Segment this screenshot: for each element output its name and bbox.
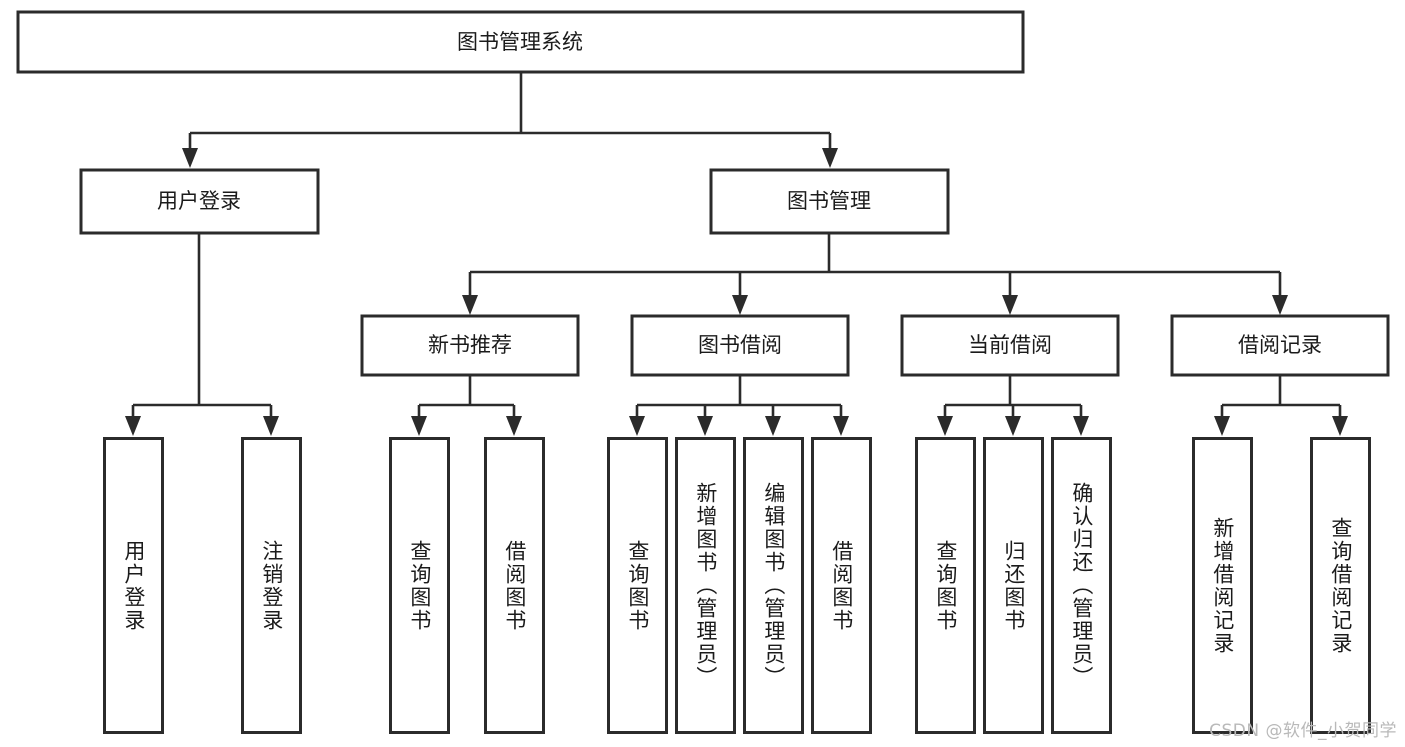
csdn-watermark: CSDN @软件_小贺同学 [1209, 721, 1397, 741]
node-book-borrow[interactable]: 图书借阅 [630, 314, 850, 377]
leaf-query-book-2[interactable]: 查询图书 [607, 437, 668, 734]
node-borrow-record-label: 借阅记录 [1238, 333, 1322, 357]
node-book-manage-label: 图书管理 [787, 189, 871, 213]
connector-borrow-record-to-leaves [1214, 375, 1348, 436]
leaf-query-book-1[interactable]: 查询图书 [389, 437, 450, 734]
connector-user-login-to-leaves [125, 233, 279, 436]
leaf-borrow-book-2[interactable]: 借阅图书 [811, 437, 872, 734]
leaf-query-book-3-label: 查询图书 [933, 539, 958, 632]
leaf-query-record[interactable]: 查询借阅记录 [1310, 437, 1371, 734]
leaf-return-book[interactable]: 归还图书 [983, 437, 1044, 734]
node-book-borrow-label: 图书借阅 [698, 333, 782, 357]
leaf-query-book-1-label: 查询图书 [407, 539, 432, 632]
node-book-manage[interactable]: 图书管理 [709, 168, 950, 235]
node-current-borrow-label: 当前借阅 [968, 333, 1052, 357]
leaf-borrow-book-1[interactable]: 借阅图书 [484, 437, 545, 734]
connector-book-manage-to-level3 [462, 233, 1288, 315]
leaf-query-book-3[interactable]: 查询图书 [915, 437, 976, 734]
connector-book-borrow-to-leaves [629, 375, 849, 436]
leaf-add-book-label: 新增图书（管理员） [693, 482, 718, 689]
node-root[interactable]: 图书管理系统 [16, 10, 1025, 74]
leaf-edit-book[interactable]: 编辑图书（管理员） [743, 437, 804, 734]
leaf-edit-book-label: 编辑图书（管理员） [761, 482, 786, 689]
leaf-add-book[interactable]: 新增图书（管理员） [675, 437, 736, 734]
leaf-return-book-label: 归还图书 [1001, 539, 1026, 632]
leaf-user-login-label: 用户登录 [121, 539, 146, 632]
leaf-confirm-return-label: 确认归还（管理员） [1069, 482, 1094, 689]
connector-new-book-rec-to-leaves [411, 375, 522, 436]
connector-current-borrow-to-leaves [937, 375, 1089, 436]
leaf-user-login[interactable]: 用户登录 [103, 437, 164, 734]
leaf-add-record-label: 新增借阅记录 [1210, 516, 1235, 655]
leaf-query-record-label: 查询借阅记录 [1328, 516, 1353, 655]
node-borrow-record[interactable]: 借阅记录 [1170, 314, 1390, 377]
leaf-query-book-2-label: 查询图书 [625, 539, 650, 632]
leaf-user-logout-label: 注销登录 [259, 539, 284, 632]
leaf-confirm-return[interactable]: 确认归还（管理员） [1051, 437, 1112, 734]
leaf-borrow-book-2-label: 借阅图书 [829, 539, 854, 632]
node-user-login-label: 用户登录 [157, 189, 241, 213]
node-new-book-rec[interactable]: 新书推荐 [360, 314, 580, 377]
node-new-book-rec-label: 新书推荐 [428, 333, 512, 357]
node-current-borrow[interactable]: 当前借阅 [900, 314, 1120, 377]
leaf-add-record[interactable]: 新增借阅记录 [1192, 437, 1253, 734]
node-root-label: 图书管理系统 [457, 30, 583, 54]
connector-root-to-level2 [182, 72, 838, 168]
node-user-login[interactable]: 用户登录 [79, 168, 320, 235]
leaf-user-logout[interactable]: 注销登录 [241, 437, 302, 734]
leaf-borrow-book-1-label: 借阅图书 [502, 539, 527, 632]
